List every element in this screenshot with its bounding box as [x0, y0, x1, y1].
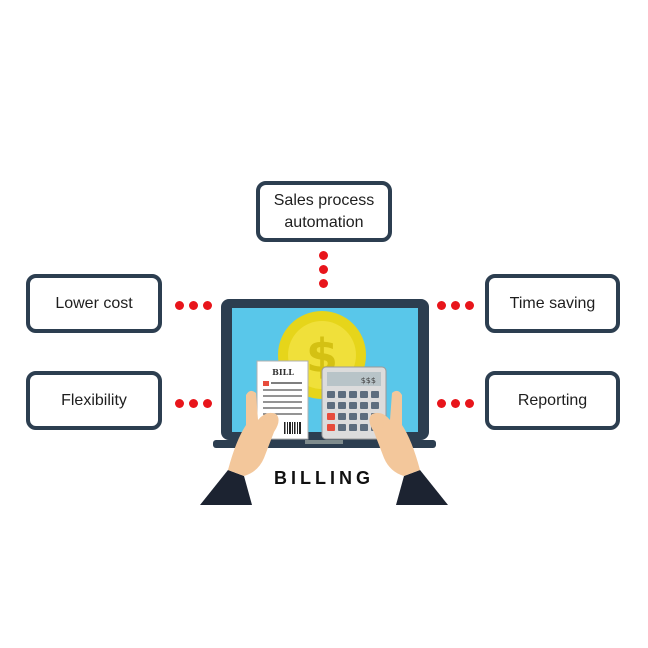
calculator-key	[360, 413, 368, 420]
calculator-key	[349, 413, 357, 420]
calculator-key	[327, 424, 335, 431]
benefit-label: Reporting	[517, 391, 588, 409]
calculator-key	[349, 391, 357, 398]
calculator-key	[338, 424, 346, 431]
calculator-key	[349, 424, 357, 431]
calculator-key	[371, 391, 379, 398]
benefit-box-lower-cost: Lower cost	[26, 274, 162, 333]
benefit-box-reporting: Reporting	[485, 371, 620, 430]
calculator-key	[349, 402, 357, 409]
benefit-label: Time saving	[509, 294, 596, 312]
calculator-key	[371, 402, 379, 409]
calculator-key	[327, 413, 335, 420]
billing-label: BILLING	[274, 468, 374, 488]
calculator-key	[360, 424, 368, 431]
calculator-icon: $$$	[321, 366, 387, 440]
calculator-key	[338, 391, 346, 398]
calculator-key	[327, 402, 335, 409]
calculator-key	[338, 413, 346, 420]
benefit-box-sales-process-automation: Sales process automation	[256, 181, 392, 242]
benefit-label: Lower cost	[55, 294, 133, 312]
calculator-key	[360, 391, 368, 398]
calculator-key	[327, 391, 335, 398]
hand-icon	[200, 390, 279, 505]
calculator-key	[338, 402, 346, 409]
benefit-label: Flexibility	[61, 391, 127, 409]
benefit-box-flexibility: Flexibility	[26, 371, 162, 430]
hand-icon	[369, 390, 448, 505]
benefit-label: Sales process automation	[273, 191, 375, 231]
calculator-key	[360, 402, 368, 409]
benefit-box-time-saving: Time saving	[485, 274, 620, 333]
bill-title: BILL	[272, 367, 294, 377]
calculator-display: $$$	[361, 376, 376, 385]
